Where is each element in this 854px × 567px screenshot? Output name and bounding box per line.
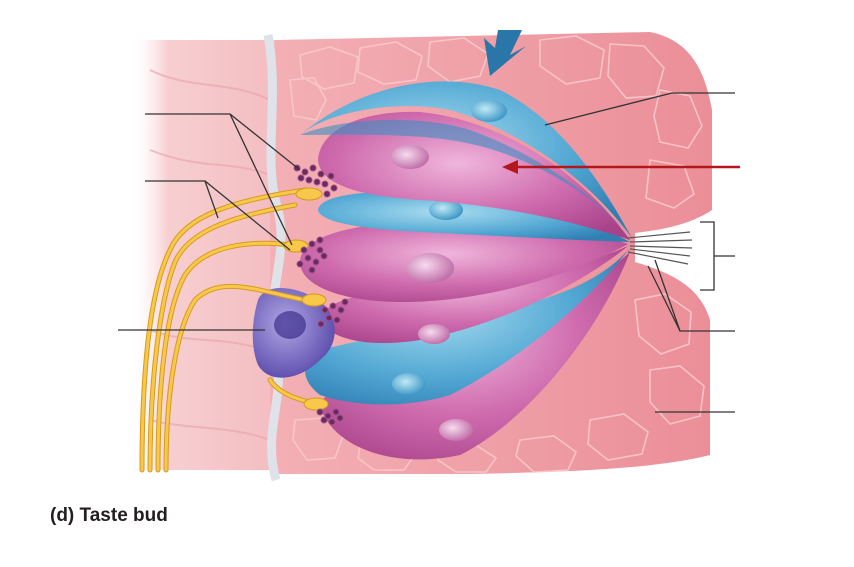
cell-nucleus	[418, 324, 450, 344]
supporting-cell	[318, 191, 630, 242]
gustatory-cell	[318, 111, 630, 240]
sensory-nerve-fibers	[139, 187, 329, 473]
cell-nucleus	[274, 311, 306, 339]
taste-bud	[252, 81, 693, 460]
cell-nucleus	[406, 253, 454, 283]
cell-nucleus	[439, 419, 473, 441]
cell-nucleus	[391, 145, 429, 169]
gustatory-cell	[300, 221, 628, 303]
synaptic-vesicles	[293, 164, 349, 426]
basement-membrane	[263, 34, 286, 482]
cell-nucleus	[429, 200, 463, 220]
supporting-cell	[300, 81, 632, 238]
down-arrow-icon	[484, 30, 526, 76]
cell-nucleus	[392, 373, 426, 395]
figure-caption: (d) Taste bud	[50, 505, 168, 526]
microvilli	[627, 231, 693, 265]
leader-lines	[118, 92, 735, 413]
cell-nucleus	[471, 100, 507, 122]
left-arrow-icon	[502, 160, 740, 174]
